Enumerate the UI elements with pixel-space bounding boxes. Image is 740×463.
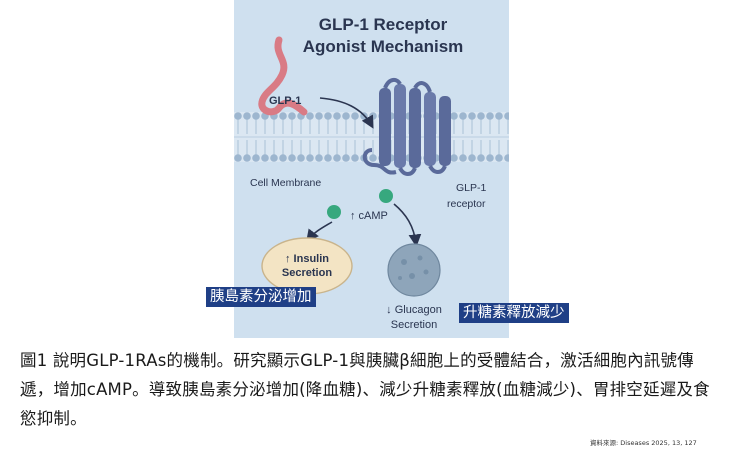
diagram-title-line1: GLP-1 Receptor: [319, 15, 448, 34]
camp-particle: [327, 205, 341, 219]
camp-label: ↑ cAMP: [350, 210, 388, 222]
glucagon-granule: [387, 243, 441, 297]
source-note: 資料來源: Diseases 2025, 13, 127: [590, 439, 697, 447]
binding-arrow: [319, 97, 374, 129]
glp1-peptide: [258, 36, 308, 116]
glp1-receptor: [362, 77, 451, 176]
diagram-title-line2: Agonist Mechanism: [303, 37, 464, 56]
receptor-label-line1: GLP-1: [456, 182, 487, 194]
membrane-label: Cell Membrane: [250, 177, 321, 189]
figure-caption: 圖1 說明GLP-1RAs的機制。研究顯示GLP-1與胰臟β細胞上的受體結合，激…: [20, 351, 710, 428]
insulin-label-line2: Secretion: [282, 267, 332, 279]
glucagon-arrow: [393, 203, 422, 248]
insulin-granule: [261, 237, 353, 295]
glucagon-label-line1: ↓ Glucagon: [386, 304, 442, 316]
mechanism-diagram: GLP-1 Receptor Agonist Mechanism GLP-1 C…: [234, 0, 509, 338]
cell-membrane: [234, 112, 509, 162]
insulin-label-line1: ↑ Insulin: [285, 253, 329, 265]
glp1-label: GLP-1: [269, 95, 301, 107]
insulin-overlay-tag: 胰島素分泌增加: [206, 287, 316, 307]
glucagon-texture: [398, 255, 429, 280]
glucagon-label-line2: Secretion: [391, 319, 437, 331]
receptor-label-line2: receptor: [447, 198, 486, 210]
camp-particle: [379, 189, 393, 203]
glucagon-overlay-tag: 升糖素釋放減少: [459, 303, 569, 323]
